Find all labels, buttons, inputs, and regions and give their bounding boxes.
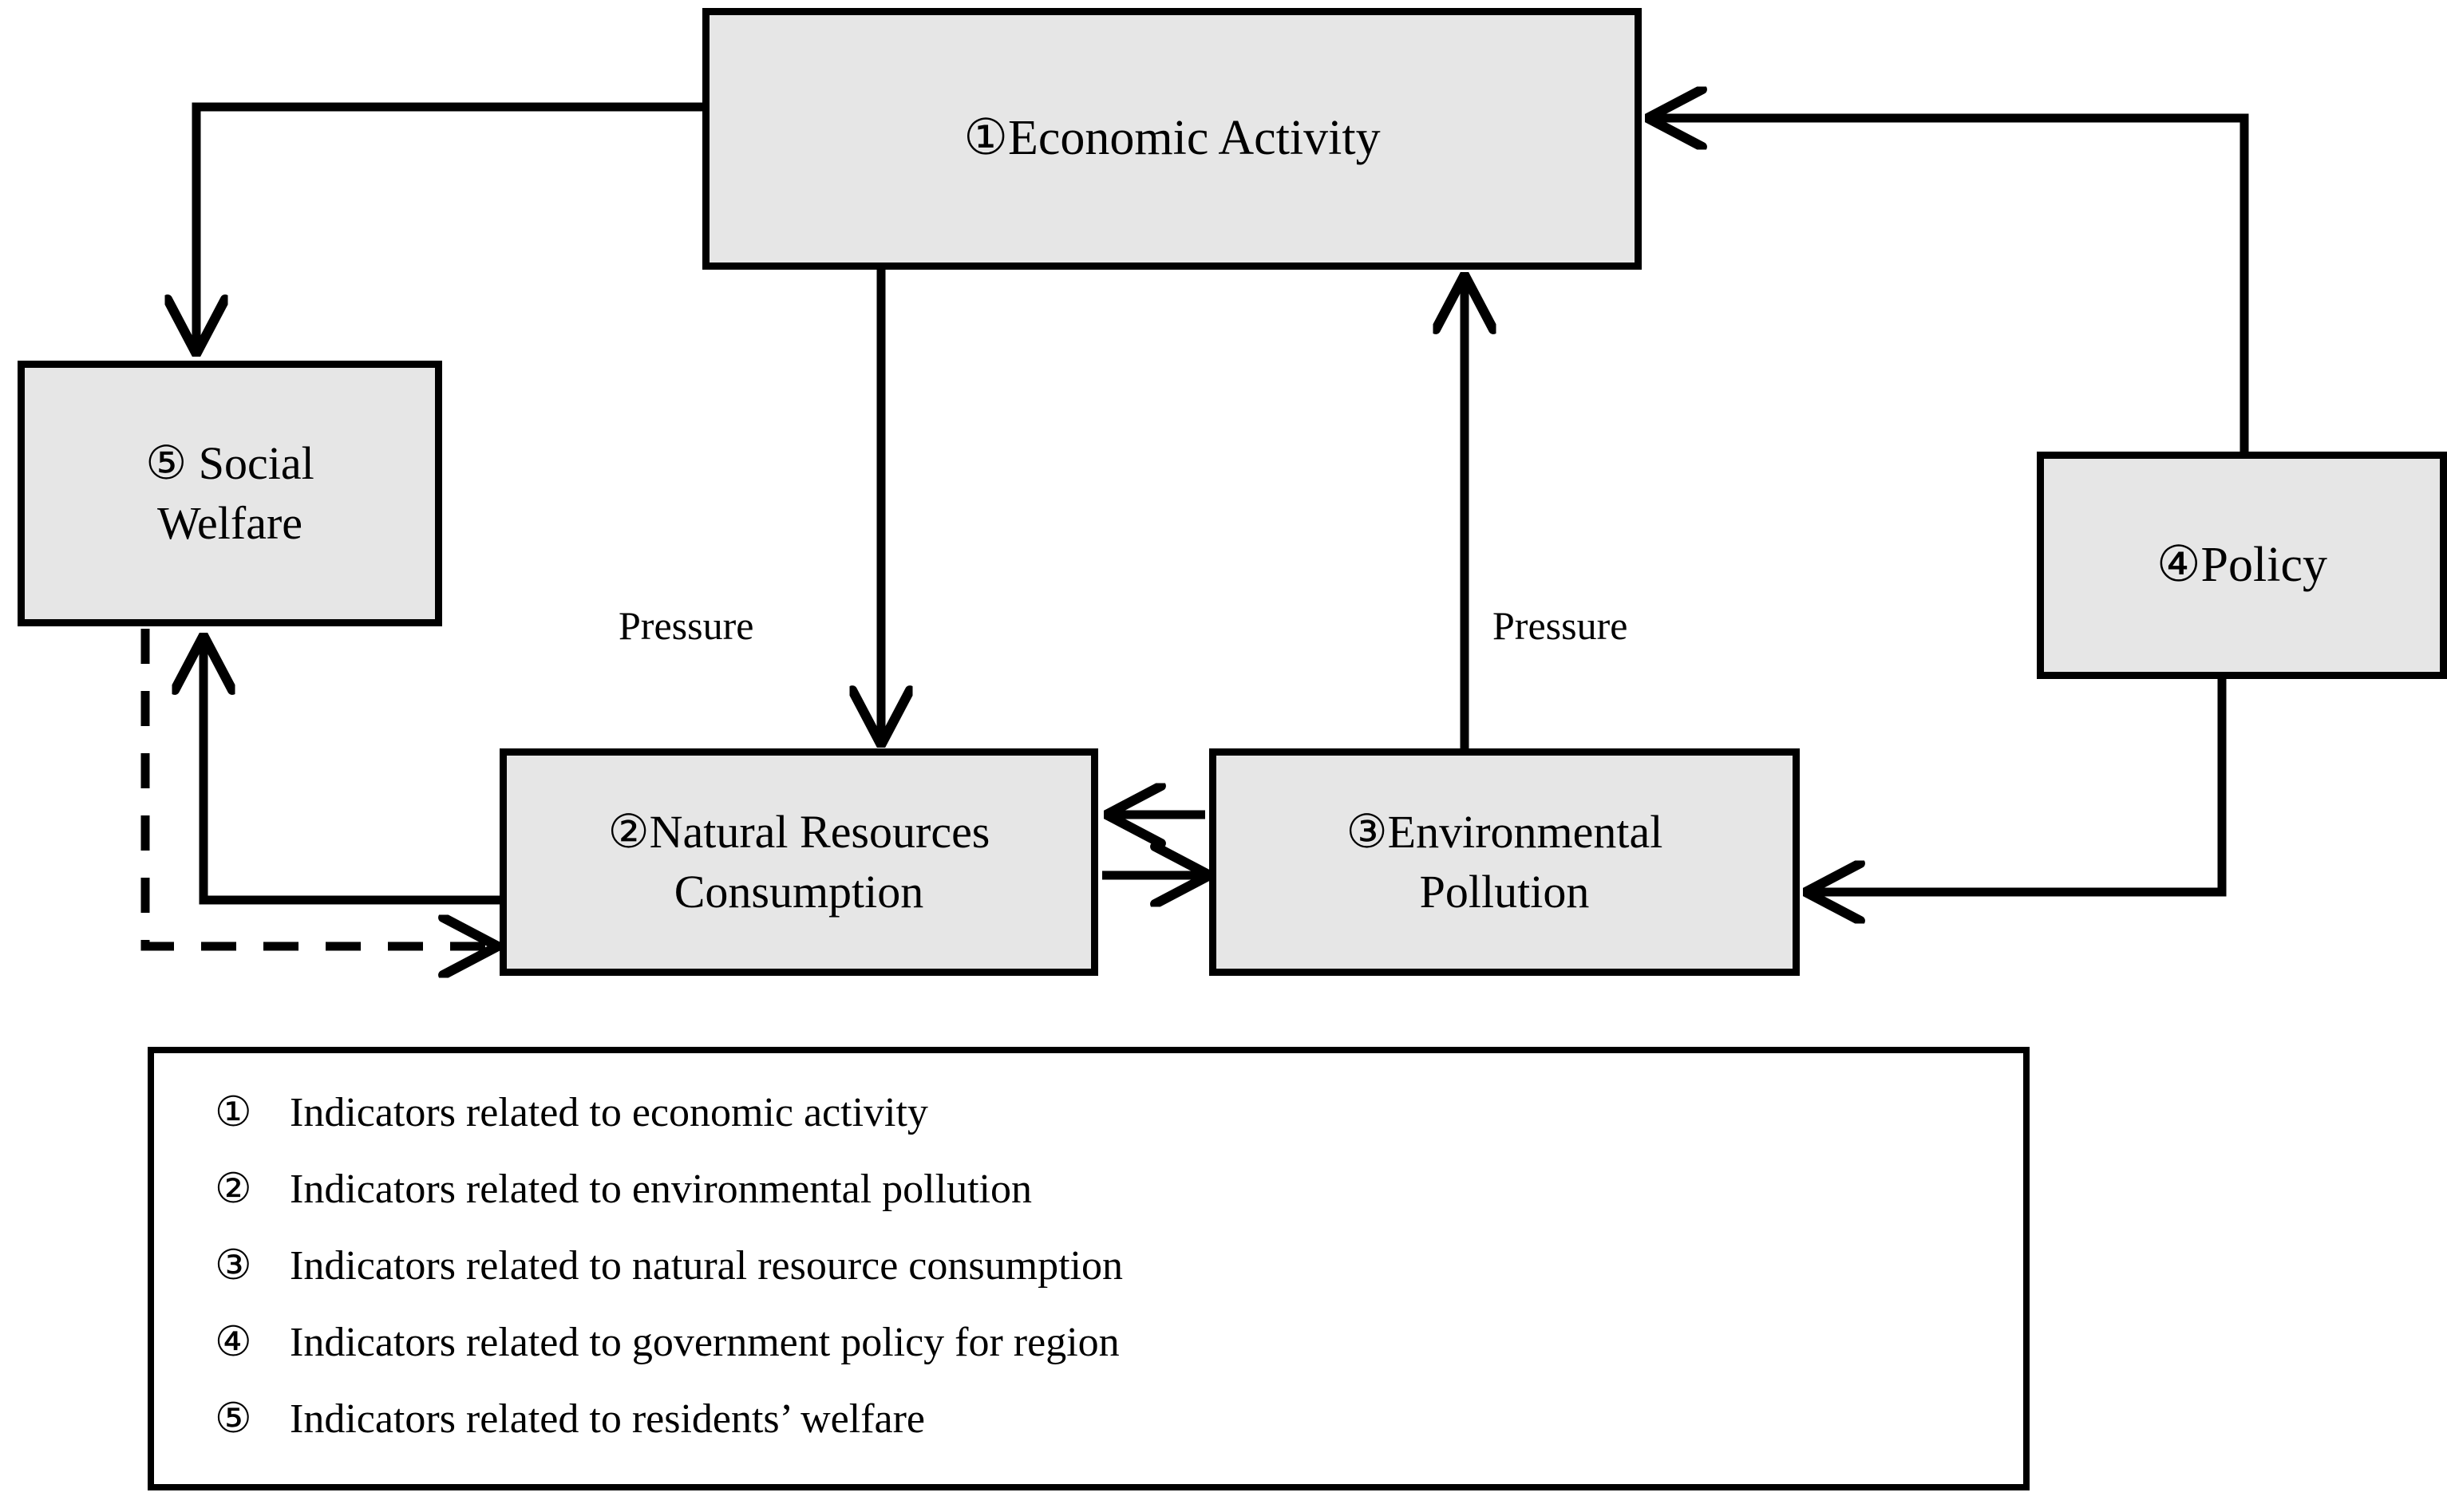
node-environmental-pollution-label: ③Environmental Pollution [1346,806,1663,918]
edge-economic-to-welfare [196,102,702,351]
legend-marker-4: ④ [215,1320,252,1365]
legend-text-3: Indicators related to natural resource c… [290,1243,1123,1289]
legend-item: ② Indicators related to environmental po… [154,1165,2023,1242]
legend-text-5: Indicators related to residents’ welfare [290,1396,925,1442]
legend-item: ③ Indicators related to natural resource… [154,1242,2023,1318]
node-natural-resources-consumption[interactable]: ②Natural Resources Consumption [500,748,1098,976]
edge-resources-to-welfare [204,638,500,905]
legend-marker-5: ⑤ [215,1396,252,1442]
legend-marker-1: ① [215,1090,252,1135]
edge-label-pressure-right: Pressure [1492,603,1628,648]
node-environmental-pollution[interactable]: ③Environmental Pollution [1209,748,1800,976]
legend-item: ⑤ Indicators related to residents’ welfa… [154,1395,2023,1471]
legend-text-1: Indicators related to economic activity [290,1090,928,1135]
legend-text-2: Indicators related to environmental poll… [290,1167,1032,1212]
legend-text-4: Indicators related to government policy … [290,1320,1120,1365]
node-natural-resources-consumption-label: ②Natural Resources Consumption [607,806,990,918]
node-economic-activity-label: ①Economic Activity [963,111,1381,166]
node-social-welfare-label: ⑤ Social Welfare [145,437,314,549]
node-economic-activity[interactable]: ①Economic Activity [702,8,1642,270]
node-policy[interactable]: ④Policy [2037,452,2447,679]
edge-welfare-to-resources-dashed [140,629,495,946]
node-policy-label: ④Policy [2156,537,2328,592]
legend-item: ① Indicators related to economic activit… [154,1088,2023,1165]
edge-policy-to-pollution [1809,679,2227,892]
legend-marker-3: ③ [215,1243,252,1289]
node-social-welfare[interactable]: ⑤ Social Welfare [18,361,442,626]
edge-label-pressure-left: Pressure [619,603,754,648]
legend-panel: ① Indicators related to economic activit… [148,1047,2030,1490]
legend-item: ④ Indicators related to government polic… [154,1318,2023,1395]
legend-marker-2: ② [215,1167,252,1212]
edge-policy-to-economic [1650,118,2249,452]
